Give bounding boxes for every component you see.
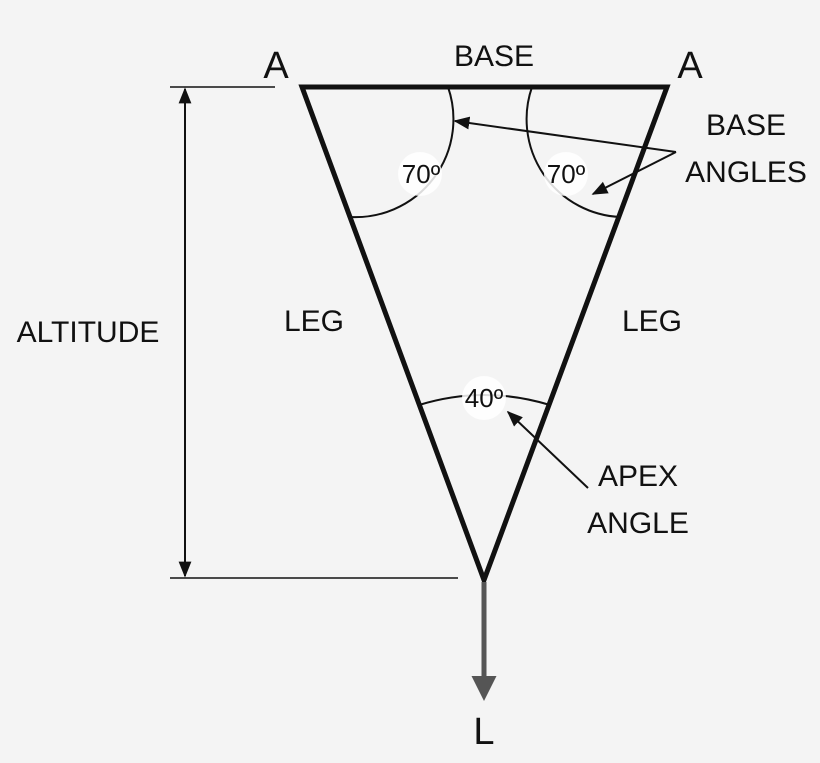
altitude-label: ALTITUDE: [17, 316, 160, 349]
vertex-label-left: A: [263, 45, 289, 87]
angle-label-bg-right: [544, 152, 588, 196]
apex-angle-value: 40º: [465, 383, 504, 413]
apex-angle-label-line2: ANGLE: [587, 507, 689, 540]
load-label: L: [473, 711, 494, 753]
base-angle-value-right: 70º: [547, 159, 586, 189]
angle-label-bg-left: [398, 152, 442, 196]
apex-angle-pointer: [506, 410, 589, 489]
base-angles-label-line1: BASE: [706, 109, 786, 142]
base-angles-pointer-right: [591, 151, 677, 195]
leg-label-right: LEG: [622, 305, 682, 338]
base-angles-label-line2: ANGLES: [685, 156, 807, 189]
base-angle-arc-left: [349, 86, 455, 219]
angle-label-bg-apex: [462, 376, 506, 420]
base-angle-arc-right: [525, 86, 621, 218]
base-angles-pointer-left: [453, 116, 677, 153]
triangle-outline: [298, 84, 671, 588]
leg-label-left: LEG: [284, 305, 344, 338]
apex-angle-label-line1: APEX: [598, 460, 678, 493]
base-label: BASE: [454, 40, 534, 73]
vertex-label-right: A: [677, 45, 703, 87]
base-angle-value-left: 70º: [402, 159, 441, 189]
